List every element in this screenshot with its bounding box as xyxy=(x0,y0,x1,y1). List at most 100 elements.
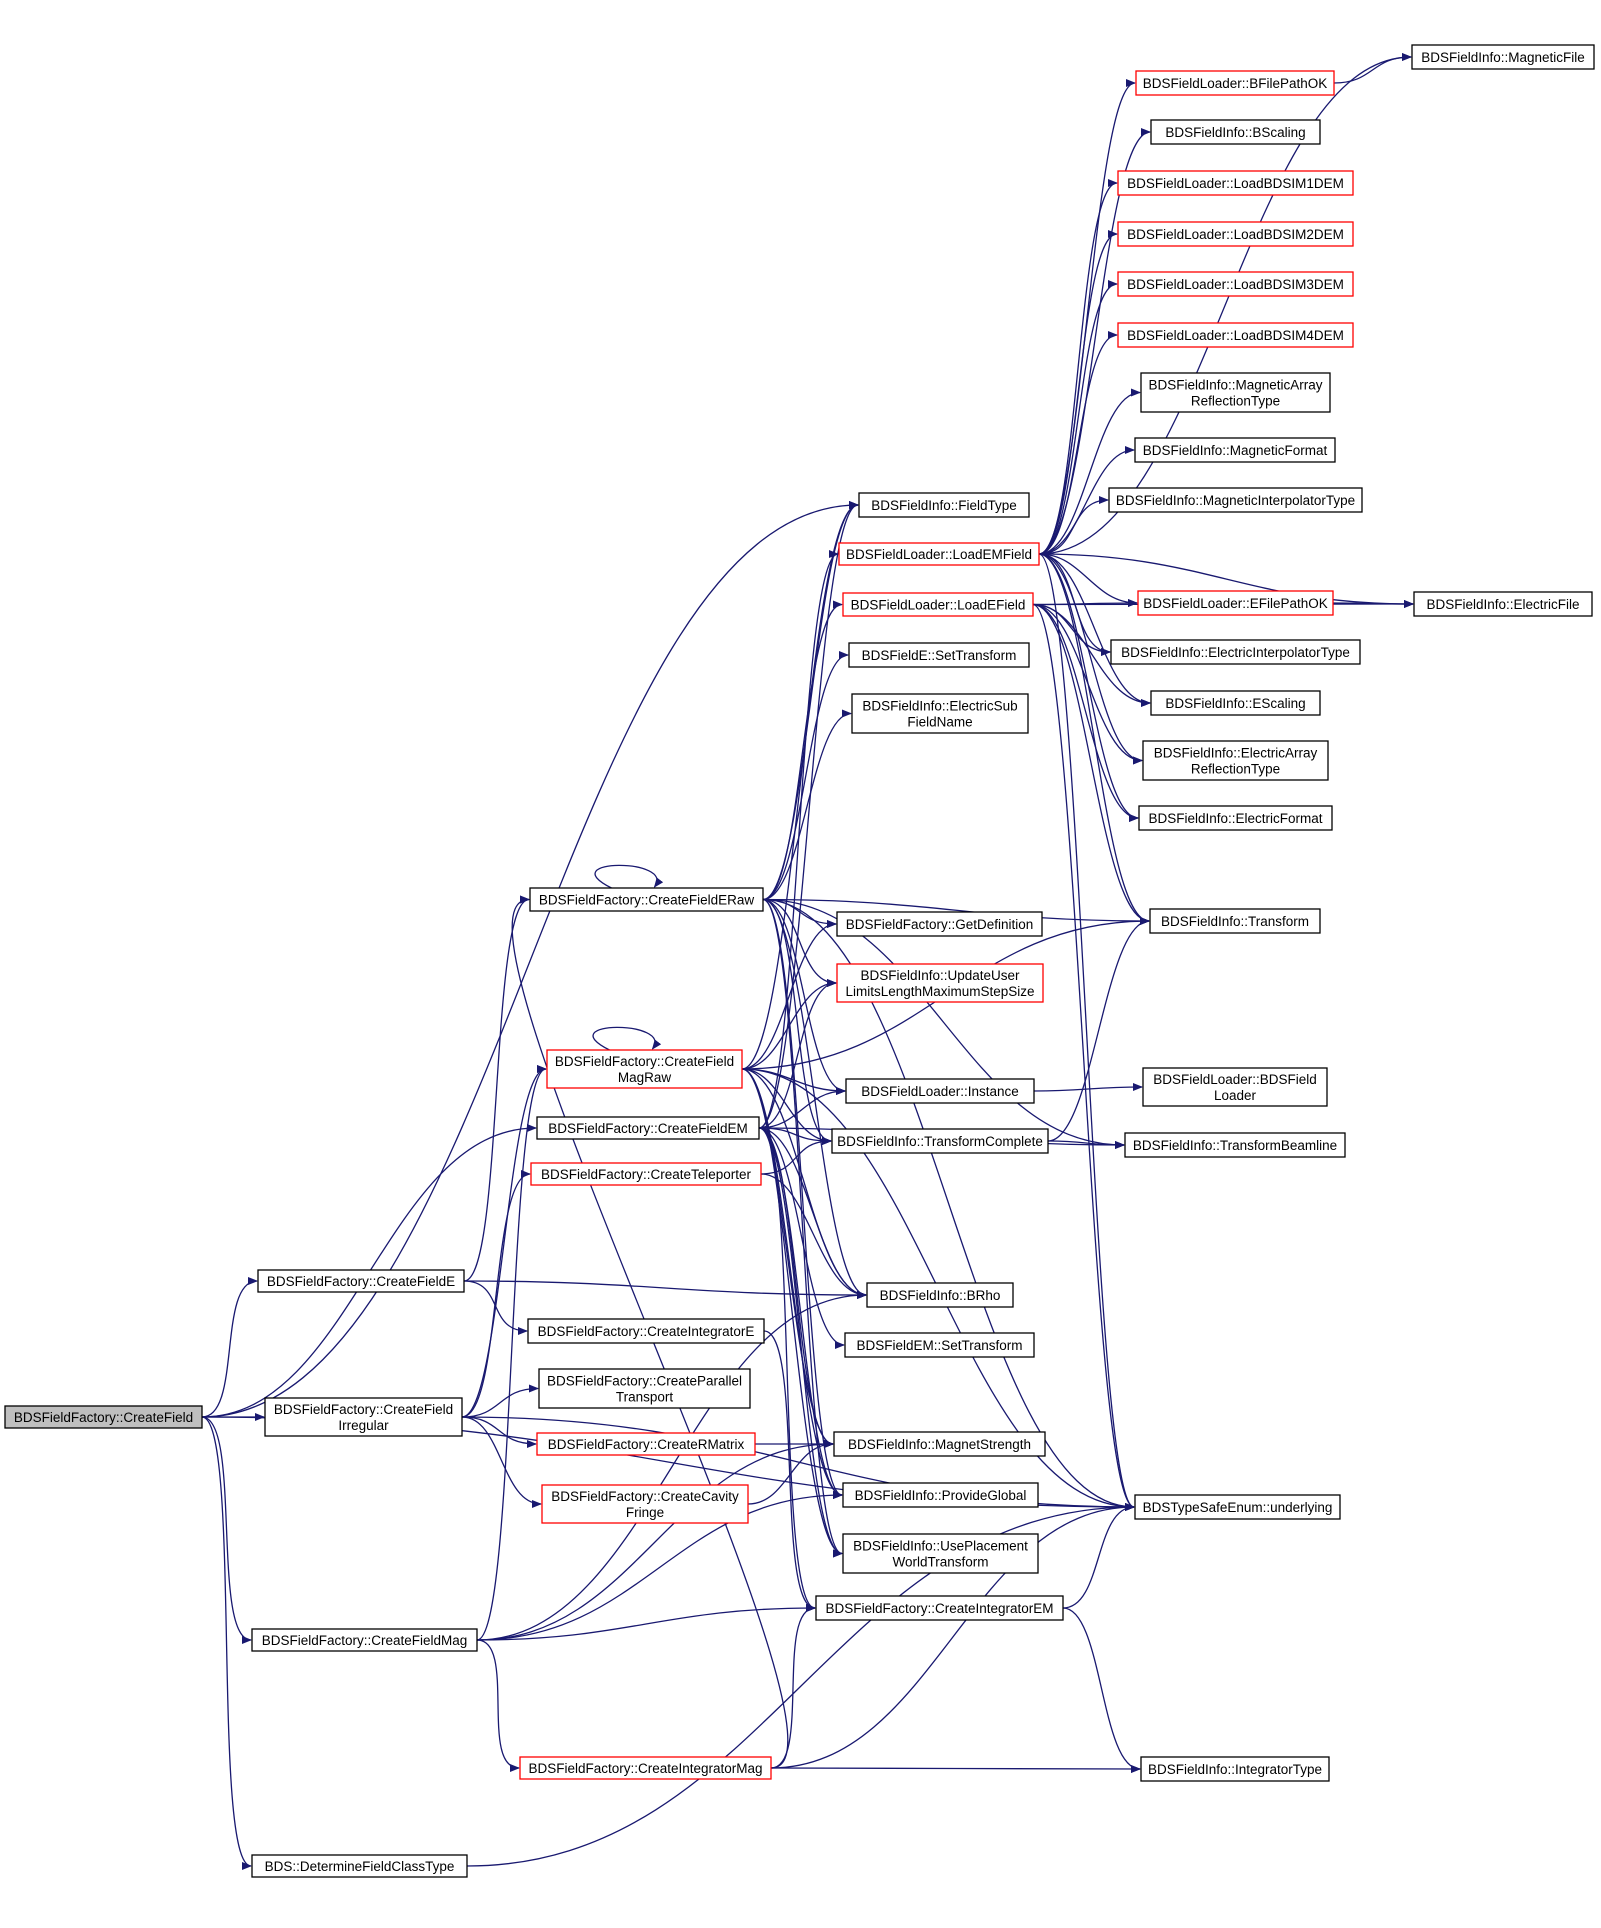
node-box xyxy=(4,1405,203,1429)
edge-create-teleporter-to-b-rho xyxy=(760,1173,867,1299)
node-create-rmatrix[interactable]: BDSFieldFactory::CreateRMatrix xyxy=(536,1432,756,1456)
node-b-file-path-ok[interactable]: BDSFieldLoader::BFilePathOK xyxy=(1135,70,1335,96)
edge-create-field-mag-raw-to-create-field-mag-raw xyxy=(592,1026,662,1051)
node-box xyxy=(1117,271,1354,297)
node-label: BDSFieldFactory::CreateRMatrix xyxy=(548,1437,745,1452)
node-integrator-type[interactable]: BDSFieldInfo::IntegratorType xyxy=(1140,1756,1330,1782)
node-label: BDSFieldInfo::TransformBeamline xyxy=(1133,1138,1337,1153)
node-create-field-eraw[interactable]: BDSFieldFactory::CreateFieldERaw xyxy=(529,887,764,912)
node-label: BDSFieldInfo::MagneticInterpolatorType xyxy=(1116,493,1355,508)
node-label: BDSFieldInfo::MagneticArray xyxy=(1148,378,1322,393)
node-create-teleporter[interactable]: BDSFieldFactory::CreateTeleporter xyxy=(530,1162,762,1186)
edge-create-field-irregular-to-create-field-mag-raw xyxy=(461,1065,547,1418)
node-load-bdsim3-dem[interactable]: BDSFieldLoader::LoadBDSIM3DEM xyxy=(1117,271,1354,297)
edge-load-emfield-to-load-bdsim1-dem xyxy=(1038,179,1118,555)
node-box xyxy=(541,1484,749,1524)
node-determine[interactable]: BDS::DetermineFieldClassType xyxy=(251,1854,468,1878)
node-magnetic-format[interactable]: BDSFieldInfo::MagneticFormat xyxy=(1134,437,1336,463)
edge-load-emfield-to-magnetic-file xyxy=(1038,53,1412,555)
node-label: BDSFieldInfo::ElectricFile xyxy=(1426,597,1579,612)
node-box xyxy=(1142,1067,1328,1107)
node-label: BDSFieldFactory::CreateIntegratorE xyxy=(538,1324,755,1339)
node-label: BDSFieldInfo::Transform xyxy=(1161,914,1309,929)
node-create-field-e[interactable]: BDSFieldFactory::CreateFieldE xyxy=(257,1269,465,1293)
node-load-bdsim4-dem[interactable]: BDSFieldLoader::LoadBDSIM4DEM xyxy=(1117,322,1354,348)
node-label: BDSFieldInfo::MagnetStrength xyxy=(848,1437,1031,1452)
node-create-integrator-em[interactable]: BDSFieldFactory::CreateIntegratorEM xyxy=(815,1595,1064,1621)
edge-load-efield-to-e-scaling xyxy=(1032,603,1151,707)
edge-load-efield-to-underlying xyxy=(1032,603,1135,1511)
node-label: BDSFieldLoader::LoadBDSIM2DEM xyxy=(1127,227,1344,242)
node-label: BDSFieldInfo::MagneticFile xyxy=(1421,50,1585,65)
node-box xyxy=(1134,437,1336,463)
edge-create-field-eraw-to-e-set-transform xyxy=(762,651,849,901)
node-label: BDSFieldLoader::BDSField xyxy=(1153,1072,1317,1087)
node-box xyxy=(848,642,1030,668)
node-magnet-strength[interactable]: BDSFieldInfo::MagnetStrength xyxy=(833,1431,1046,1457)
node-em-set-transform[interactable]: BDSFieldEM::SetTransform xyxy=(844,1332,1035,1358)
node-label: ReflectionType xyxy=(1191,762,1280,777)
edge-create-field-eraw-to-underlying xyxy=(762,898,1135,1511)
node-root[interactable]: BDSFieldFactory::CreateField xyxy=(4,1405,203,1429)
node-underlying[interactable]: BDSTypeSafeEnum::underlying xyxy=(1134,1494,1341,1520)
node-e-set-transform[interactable]: BDSFieldE::SetTransform xyxy=(848,642,1030,668)
edge-create-integrator-em-to-underlying xyxy=(1062,1503,1135,1609)
node-box xyxy=(845,1078,1035,1104)
node-load-efield[interactable]: BDSFieldLoader::LoadEField xyxy=(842,592,1034,617)
node-label: BDSFieldFactory::CreateCavity xyxy=(551,1489,739,1504)
node-create-integrator-mag[interactable]: BDSFieldFactory::CreateIntegratorMag xyxy=(519,1756,772,1780)
node-get-definition[interactable]: BDSFieldFactory::GetDefinition xyxy=(836,911,1043,937)
node-create-integrator-e[interactable]: BDSFieldFactory::CreateIntegratorE xyxy=(527,1318,765,1344)
edge-root-to-create-field-e xyxy=(201,1277,258,1418)
node-transform-beamline[interactable]: BDSFieldInfo::TransformBeamline xyxy=(1124,1132,1346,1158)
node-box xyxy=(1138,805,1333,831)
node-box xyxy=(1110,639,1361,665)
node-box xyxy=(529,887,764,912)
node-box xyxy=(1135,70,1335,96)
node-e-scaling[interactable]: BDSFieldInfo::EScaling xyxy=(1150,690,1321,716)
node-load-emfield[interactable]: BDSFieldLoader::LoadEMField xyxy=(838,542,1040,566)
node-e-file-path-ok[interactable]: BDSFieldLoader::EFilePathOK xyxy=(1137,590,1334,616)
node-label: BDSFieldFactory::CreateTeleporter xyxy=(541,1167,752,1182)
node-label: BDSFieldLoader::LoadEField xyxy=(851,598,1026,613)
node-electric-file[interactable]: BDSFieldInfo::ElectricFile xyxy=(1413,591,1593,617)
edge-create-field-eraw-to-create-field-eraw xyxy=(594,864,664,889)
node-magnetic-array[interactable]: BDSFieldInfo::MagneticArrayReflectionTyp… xyxy=(1140,372,1331,413)
node-box xyxy=(815,1595,1064,1621)
node-electric-array[interactable]: BDSFieldInfo::ElectricArrayReflectionTyp… xyxy=(1142,740,1329,781)
node-field-type[interactable]: BDSFieldInfo::FieldType xyxy=(858,492,1030,518)
node-label: BDSFieldInfo::UsePlacement xyxy=(853,1539,1028,1554)
edge-load-efield-to-electric-format xyxy=(1032,603,1139,822)
node-b-scaling[interactable]: BDSFieldInfo::BScaling xyxy=(1150,119,1321,145)
node-label: BDSFieldFactory::CreateFieldE xyxy=(267,1274,455,1289)
node-loader-instance[interactable]: BDSFieldLoader::Instance xyxy=(845,1078,1035,1104)
node-magnetic-interp[interactable]: BDSFieldInfo::MagneticInterpolatorType xyxy=(1108,487,1363,513)
edge-load-emfield-to-underlying xyxy=(1038,553,1135,1511)
node-transform[interactable]: BDSFieldInfo::Transform xyxy=(1149,908,1321,934)
node-create-field-mag[interactable]: BDSFieldFactory::CreateFieldMag xyxy=(251,1628,478,1652)
edge-load-emfield-to-b-scaling xyxy=(1038,128,1151,555)
node-label: BDSFieldFactory::CreateField xyxy=(555,1054,734,1069)
node-transform-complete[interactable]: BDSFieldInfo::TransformComplete xyxy=(831,1128,1049,1154)
node-magnetic-file[interactable]: BDSFieldInfo::MagneticFile xyxy=(1411,44,1595,70)
node-label: BDSFieldLoader::Instance xyxy=(861,1084,1019,1099)
node-label: WorldTransform xyxy=(892,1555,988,1570)
node-load-bdsim2-dem[interactable]: BDSFieldLoader::LoadBDSIM2DEM xyxy=(1117,221,1354,247)
node-b-rho[interactable]: BDSFieldInfo::BRho xyxy=(866,1282,1014,1308)
node-provide-global[interactable]: BDSFieldInfo::ProvideGlobal xyxy=(842,1482,1039,1508)
node-electric-interp[interactable]: BDSFieldInfo::ElectricInterpolatorType xyxy=(1110,639,1361,665)
node-bds-field-loader[interactable]: BDSFieldLoader::BDSFieldLoader xyxy=(1142,1067,1328,1107)
node-load-bdsim1-dem[interactable]: BDSFieldLoader::LoadBDSIM1DEM xyxy=(1117,170,1354,196)
node-box xyxy=(1150,690,1321,716)
node-electric-format[interactable]: BDSFieldInfo::ElectricFormat xyxy=(1138,805,1333,831)
node-create-field-em[interactable]: BDSFieldFactory::CreateFieldEM xyxy=(536,1116,760,1140)
node-update-user-limits[interactable]: BDSFieldInfo::UpdateUserLimitsLengthMaxi… xyxy=(836,963,1044,1003)
node-label: BDSFieldE::SetTransform xyxy=(862,648,1017,663)
edge-load-emfield-to-load-bdsim4-dem xyxy=(1038,331,1118,555)
